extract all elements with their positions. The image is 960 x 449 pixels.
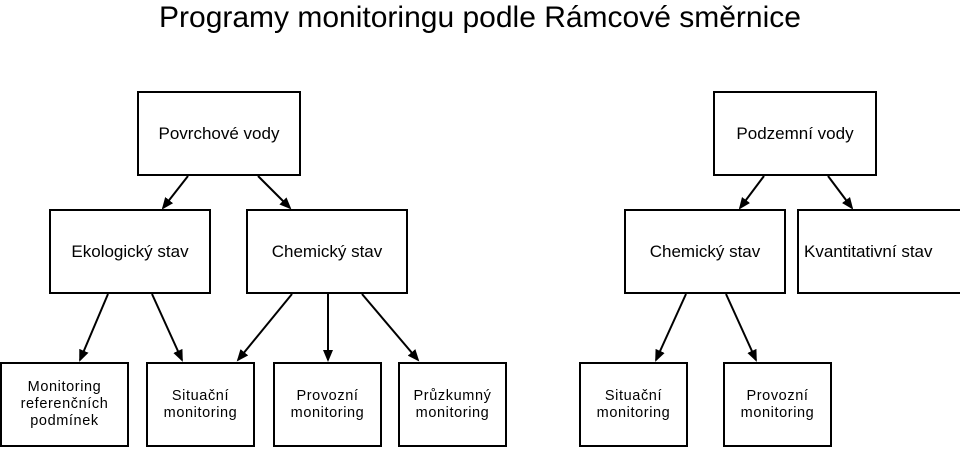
box-label: Situační monitoring <box>596 387 671 421</box>
arrow-chemical-to-surveillance <box>236 293 293 362</box>
box-label: Povrchové vody <box>158 123 280 143</box>
box-label: Chemický stav <box>271 241 383 261</box>
arrow-ground-chemical-to-surveillance <box>655 293 687 362</box>
box-ecological-status: Ekologický stav <box>49 209 211 294</box>
box-operational-monitoring-ground: Provozní monitoring <box>723 362 832 447</box>
box-label: Provozní monitoring <box>290 387 365 421</box>
box-label: Podzemní vody <box>736 123 854 143</box>
box-operational-monitoring-surface: Provozní monitoring <box>273 362 382 447</box>
box-surface-water: Povrchové vody <box>137 91 301 176</box>
box-quantitative-status: Kvantitativní stav <box>797 209 960 294</box>
box-investigative-monitoring: Průzkumný monitoring <box>398 362 507 447</box>
box-ground-water: Podzemní vody <box>713 91 877 176</box>
box-label: Průzkumný monitoring <box>413 387 492 421</box>
arrow-ground-chemical-to-operational <box>725 293 757 362</box>
arrow-ground-to-quantitative <box>827 175 854 210</box>
arrow-surface-to-ecological <box>161 175 189 210</box>
box-surveillance-monitoring-surface: Situační monitoring <box>146 362 255 447</box>
arrow-ground-to-chemical <box>738 175 765 210</box>
box-surveillance-monitoring-ground: Situační monitoring <box>579 362 688 447</box>
page-title: Programy monitoringu podle Rámcové směrn… <box>159 1 801 34</box>
arrow-chemical-to-investigative <box>361 293 420 362</box>
arrow-ecological-to-surveillance <box>151 293 183 362</box>
box-chemical-status-surface: Chemický stav <box>246 209 408 294</box>
box-label: Chemický stav <box>649 241 761 261</box>
box-label: Situační monitoring <box>163 387 238 421</box>
box-label: Monitoring referenčních podmínek <box>20 379 109 429</box>
arrow-surface-to-chemical <box>257 175 292 210</box>
box-label: Provozní monitoring <box>740 387 815 421</box>
arrow-ecological-to-reference <box>79 293 109 362</box>
box-label: Ekologický stav <box>71 241 189 261</box>
box-label: Kvantitativní stav <box>804 241 933 261</box>
box-chemical-status-ground: Chemický stav <box>624 209 786 294</box>
box-reference-monitoring: Monitoring referenčních podmínek <box>0 362 129 447</box>
